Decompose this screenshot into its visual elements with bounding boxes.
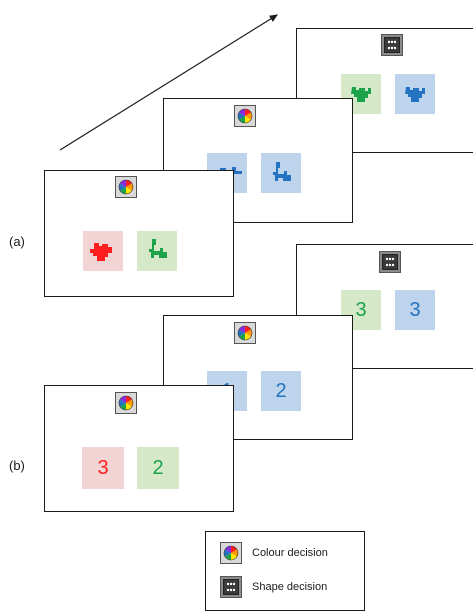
shape-blob-icon bbox=[351, 87, 371, 102]
colour-wheel-icon bbox=[115, 176, 137, 198]
colour-wheel-icon bbox=[234, 105, 256, 127]
dice-grid-icon bbox=[220, 576, 242, 598]
tile-number: 3 bbox=[395, 290, 435, 330]
shape-blob-icon bbox=[149, 239, 167, 258]
legend-colour-label: Colour decision bbox=[252, 547, 328, 559]
dice-grid-icon bbox=[381, 34, 403, 56]
card-b1: 3 2 bbox=[44, 385, 234, 512]
legend: Colour decision Shape decision bbox=[205, 531, 365, 611]
tile-number: 2 bbox=[261, 371, 301, 411]
tile-green-shape bbox=[137, 231, 177, 271]
tile-blue-shape bbox=[261, 153, 301, 193]
shape-blob-icon bbox=[90, 243, 112, 261]
legend-row-shape: Shape decision bbox=[220, 576, 327, 598]
tile-number-text: 3 bbox=[97, 457, 109, 479]
shape-blob-icon bbox=[405, 87, 425, 102]
tile-number-text: 2 bbox=[152, 457, 164, 479]
shape-blob-icon bbox=[273, 162, 291, 181]
tile-number-text: 3 bbox=[355, 299, 367, 321]
tile-number: 3 bbox=[82, 447, 124, 489]
colour-wheel-icon bbox=[115, 392, 137, 414]
dice-grid-icon bbox=[379, 251, 401, 273]
legend-shape-label: Shape decision bbox=[252, 581, 328, 593]
row-label-b: (b) bbox=[9, 458, 25, 473]
tile-number-text: 3 bbox=[409, 299, 421, 321]
colour-wheel-icon bbox=[220, 542, 242, 564]
legend-row-colour: Colour decision bbox=[220, 542, 328, 564]
card-a1 bbox=[44, 170, 234, 297]
tile-number: 2 bbox=[137, 447, 179, 489]
row-label-a: (a) bbox=[9, 234, 25, 249]
colour-wheel-icon bbox=[234, 322, 256, 344]
tile-number-text: 2 bbox=[275, 380, 287, 402]
tile-blue-shape bbox=[395, 74, 435, 114]
tile-red-shape bbox=[83, 231, 123, 271]
